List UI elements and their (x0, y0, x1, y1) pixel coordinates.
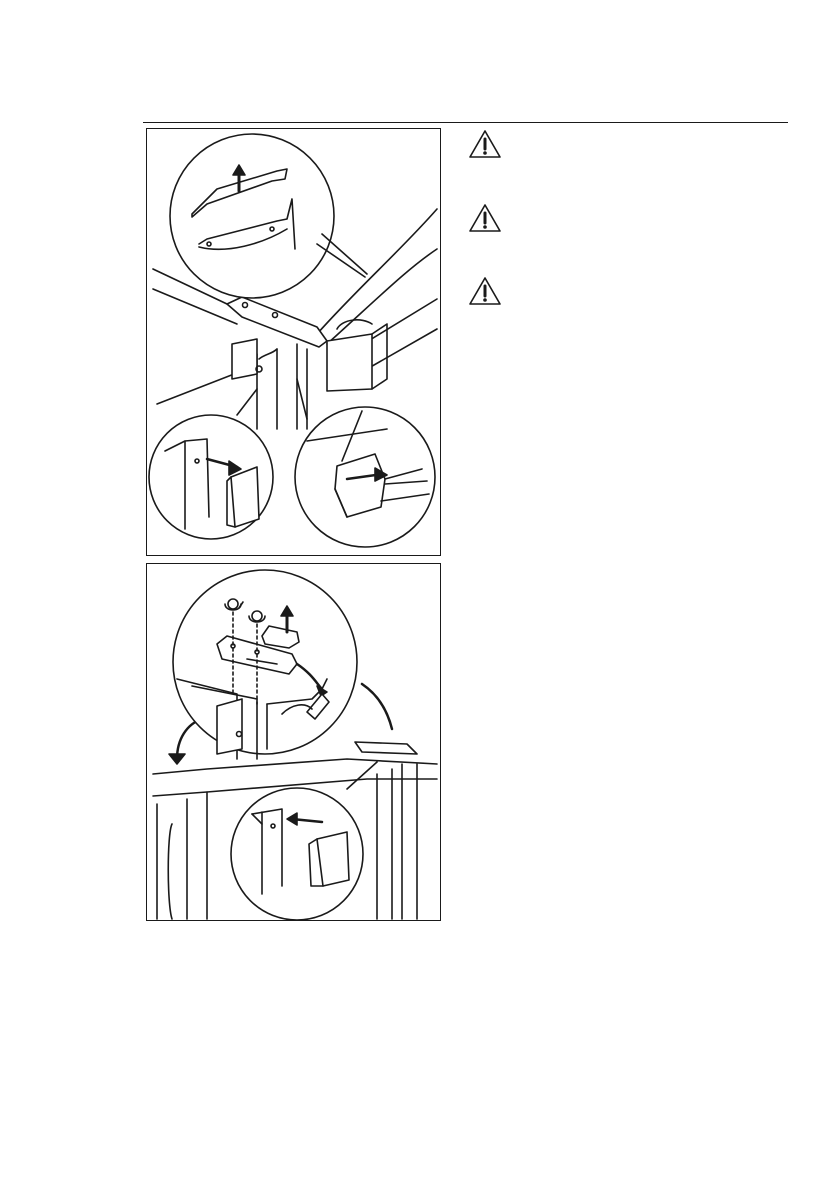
header-rule (143, 122, 788, 123)
warning-icon (468, 275, 502, 307)
warning-icon (468, 202, 502, 234)
door-curve (317, 209, 437, 334)
figure-1 (146, 128, 441, 556)
figure-2 (146, 563, 441, 921)
warning-icon (468, 128, 502, 160)
magnifier-top (170, 134, 334, 298)
